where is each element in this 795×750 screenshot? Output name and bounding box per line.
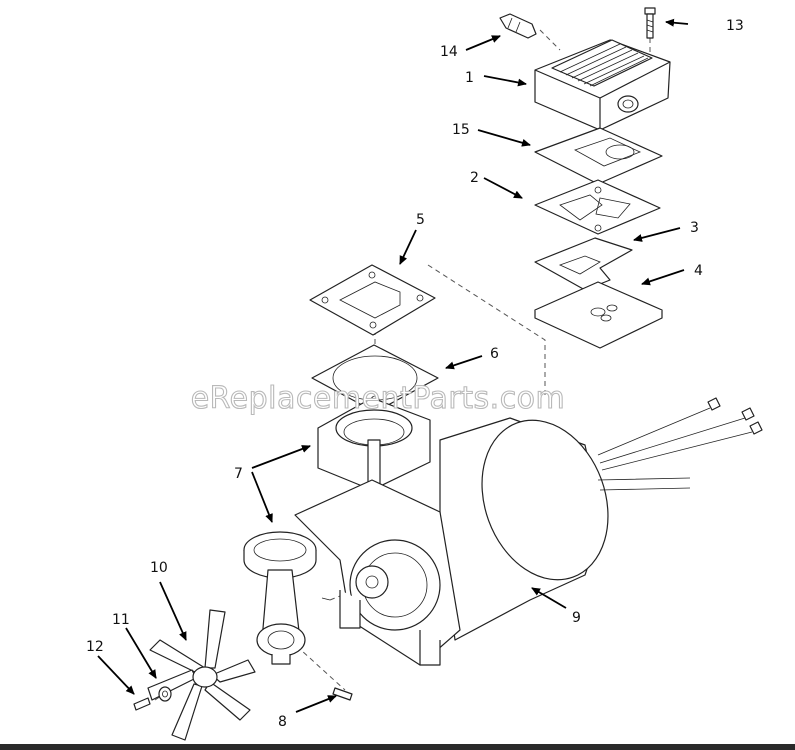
arrow-13 bbox=[665, 18, 689, 27]
callout-10: 10 bbox=[150, 560, 168, 576]
part-13-bolt bbox=[644, 7, 656, 39]
callout-labels: 13 14 1 15 2 3 4 5 6 7 8 9 10 11 12 bbox=[86, 18, 744, 730]
part-2-valve-plate bbox=[534, 179, 661, 235]
arrow-12 bbox=[97, 655, 135, 695]
callout-14: 14 bbox=[440, 44, 458, 60]
part-9-motor bbox=[294, 397, 763, 666]
part-4-valve-plate bbox=[534, 281, 663, 349]
part-14-fitting bbox=[499, 13, 537, 39]
part-10-fan bbox=[147, 609, 256, 741]
arrow-14 bbox=[465, 35, 501, 51]
part-8-screw bbox=[321, 597, 353, 701]
part-7-cylinder-and-rod bbox=[243, 397, 431, 665]
arrow-2 bbox=[483, 177, 523, 199]
arrow-9 bbox=[531, 587, 567, 609]
part-15-gasket bbox=[534, 127, 663, 185]
callout-12: 12 bbox=[86, 639, 104, 655]
arrow-7a bbox=[251, 445, 311, 469]
callout-1: 1 bbox=[465, 70, 474, 86]
arrow-3 bbox=[633, 227, 681, 242]
arrow-10 bbox=[159, 581, 187, 641]
part-5-gasket bbox=[309, 264, 436, 336]
arrow-11 bbox=[125, 627, 157, 679]
arrow-8 bbox=[295, 695, 337, 713]
watermark-text: eReplacementParts.com bbox=[191, 381, 566, 416]
arrow-15 bbox=[477, 129, 531, 147]
callout-arrows bbox=[97, 18, 689, 713]
callout-9: 9 bbox=[572, 610, 581, 626]
callout-13: 13 bbox=[726, 18, 744, 34]
callout-5: 5 bbox=[416, 212, 425, 228]
callout-8: 8 bbox=[278, 714, 287, 730]
bottom-border-bar bbox=[0, 744, 795, 750]
part-1-cylinder-head bbox=[534, 39, 671, 131]
arrow-1 bbox=[483, 75, 527, 87]
part-12-screw bbox=[133, 697, 151, 711]
callout-4: 4 bbox=[694, 263, 703, 279]
callout-6: 6 bbox=[490, 346, 499, 362]
callout-11: 11 bbox=[112, 612, 130, 628]
arrow-5 bbox=[399, 229, 417, 265]
part-11-washer bbox=[158, 686, 172, 702]
callout-15: 15 bbox=[452, 122, 470, 138]
callout-2: 2 bbox=[470, 170, 479, 186]
callout-7: 7 bbox=[234, 466, 243, 482]
part-3-gasket bbox=[534, 237, 633, 291]
arrow-7b bbox=[251, 471, 273, 523]
arrow-4 bbox=[641, 269, 685, 286]
arrow-6 bbox=[445, 355, 483, 370]
callout-3: 3 bbox=[690, 220, 699, 236]
